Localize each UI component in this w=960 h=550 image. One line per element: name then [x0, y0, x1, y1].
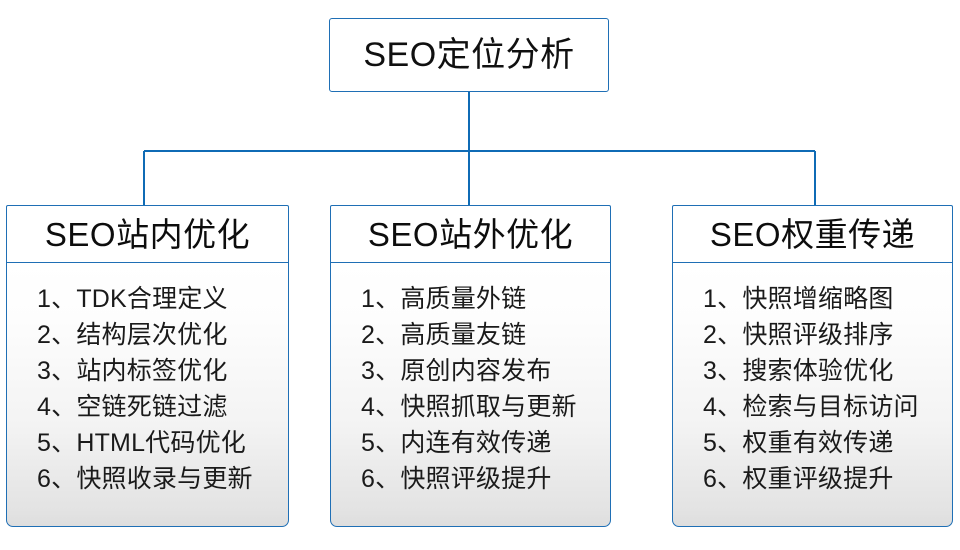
list-item: 2、结构层次优化: [37, 317, 288, 353]
item-number: 5: [37, 429, 52, 458]
item-text: 搜索体验优化: [742, 357, 894, 386]
item-number: 6: [361, 465, 376, 494]
list-item: 2、高质量友链: [361, 317, 610, 353]
list-item: 5、权重有效传递: [703, 425, 952, 461]
item-separator: 、: [51, 285, 77, 314]
item-text: TDK合理定义: [76, 285, 228, 314]
list-item: 3、搜索体验优化: [703, 353, 952, 389]
item-separator: 、: [51, 357, 77, 386]
item-separator: 、: [375, 465, 401, 494]
item-text: 站内标签优化: [76, 357, 228, 386]
item-separator: 、: [375, 393, 401, 422]
item-text: 快照收录与更新: [76, 465, 253, 494]
item-separator: 、: [375, 321, 401, 350]
item-number: 3: [361, 357, 376, 386]
list-item: 6、快照收录与更新: [37, 461, 288, 497]
item-text: 检索与目标访问: [742, 393, 919, 422]
branch-body-3: 1、快照增缩略图 2、快照评级排序 3、搜索体验优化 4、检索与目标访问 5、权…: [672, 262, 953, 528]
item-text: 快照评级提升: [400, 465, 552, 494]
branch-column-2: SEO站外优化 1、高质量外链 2、高质量友链 3、原创内容发布 4、快照抓取与…: [330, 205, 611, 528]
list-item: 4、快照抓取与更新: [361, 389, 610, 425]
root-node[interactable]: SEO定位分析: [329, 18, 609, 92]
item-text: 权重评级提升: [742, 465, 894, 494]
item-separator: 、: [51, 321, 77, 350]
item-separator: 、: [717, 357, 743, 386]
item-number: 3: [37, 357, 52, 386]
branch-header-3[interactable]: SEO权重传递: [672, 205, 953, 264]
branch-body-1: 1、TDK合理定义 2、结构层次优化 3、站内标签优化 4、空链死链过滤 5、H…: [6, 262, 289, 528]
branch-item-list-3: 1、快照增缩略图 2、快照评级排序 3、搜索体验优化 4、检索与目标访问 5、权…: [673, 281, 952, 497]
branch-header-label-1: SEO站内优化: [44, 216, 251, 253]
branch-header-label-2: SEO站外优化: [367, 216, 574, 253]
item-separator: 、: [51, 393, 77, 422]
list-item: 6、权重评级提升: [703, 461, 952, 497]
item-number: 3: [703, 357, 718, 386]
list-item: 3、站内标签优化: [37, 353, 288, 389]
list-item: 4、检索与目标访问: [703, 389, 952, 425]
item-text: 结构层次优化: [76, 321, 228, 350]
list-item: 4、空链死链过滤: [37, 389, 288, 425]
item-text: 内连有效传递: [400, 429, 552, 458]
item-separator: 、: [375, 429, 401, 458]
item-number: 1: [361, 285, 376, 314]
list-item: 5、HTML代码优化: [37, 425, 288, 461]
item-number: 4: [703, 393, 718, 422]
item-text: 空链死链过滤: [76, 393, 228, 422]
item-number: 1: [37, 285, 52, 314]
item-number: 6: [703, 465, 718, 494]
branch-column-1: SEO站内优化 1、TDK合理定义 2、结构层次优化 3、站内标签优化 4、空链…: [6, 205, 289, 528]
item-separator: 、: [717, 393, 743, 422]
item-separator: 、: [51, 429, 77, 458]
item-text: 权重有效传递: [742, 429, 894, 458]
item-number: 1: [703, 285, 718, 314]
list-item: 3、原创内容发布: [361, 353, 610, 389]
item-number: 2: [703, 321, 718, 350]
item-separator: 、: [375, 357, 401, 386]
branch-item-list-1: 1、TDK合理定义 2、结构层次优化 3、站内标签优化 4、空链死链过滤 5、H…: [7, 281, 288, 497]
item-separator: 、: [717, 465, 743, 494]
item-number: 6: [37, 465, 52, 494]
branch-header-label-3: SEO权重传递: [709, 216, 916, 253]
branch-item-list-2: 1、高质量外链 2、高质量友链 3、原创内容发布 4、快照抓取与更新 5、内连有…: [331, 281, 610, 497]
item-number: 4: [37, 393, 52, 422]
item-text: 高质量友链: [400, 321, 527, 350]
item-text: 快照抓取与更新: [400, 393, 577, 422]
branch-header-2[interactable]: SEO站外优化: [330, 205, 611, 264]
item-separator: 、: [717, 429, 743, 458]
list-item: 5、内连有效传递: [361, 425, 610, 461]
item-number: 2: [361, 321, 376, 350]
item-text: 原创内容发布: [400, 357, 552, 386]
item-text: 高质量外链: [400, 285, 527, 314]
branch-header-1[interactable]: SEO站内优化: [6, 205, 289, 264]
item-number: 2: [37, 321, 52, 350]
list-item: 1、高质量外链: [361, 281, 610, 317]
item-text: 快照增缩略图: [742, 285, 894, 314]
item-separator: 、: [51, 465, 77, 494]
item-number: 4: [361, 393, 376, 422]
list-item: 6、快照评级提升: [361, 461, 610, 497]
list-item: 1、TDK合理定义: [37, 281, 288, 317]
item-number: 5: [703, 429, 718, 458]
item-separator: 、: [717, 285, 743, 314]
item-separator: 、: [717, 321, 743, 350]
item-text: HTML代码优化: [76, 429, 246, 458]
item-separator: 、: [375, 285, 401, 314]
root-node-label: SEO定位分析: [363, 36, 575, 74]
list-item: 2、快照评级排序: [703, 317, 952, 353]
branch-column-3: SEO权重传递 1、快照增缩略图 2、快照评级排序 3、搜索体验优化 4、检索与…: [672, 205, 953, 528]
item-text: 快照评级排序: [742, 321, 894, 350]
branch-body-2: 1、高质量外链 2、高质量友链 3、原创内容发布 4、快照抓取与更新 5、内连有…: [330, 262, 611, 528]
item-number: 5: [361, 429, 376, 458]
list-item: 1、快照增缩略图: [703, 281, 952, 317]
